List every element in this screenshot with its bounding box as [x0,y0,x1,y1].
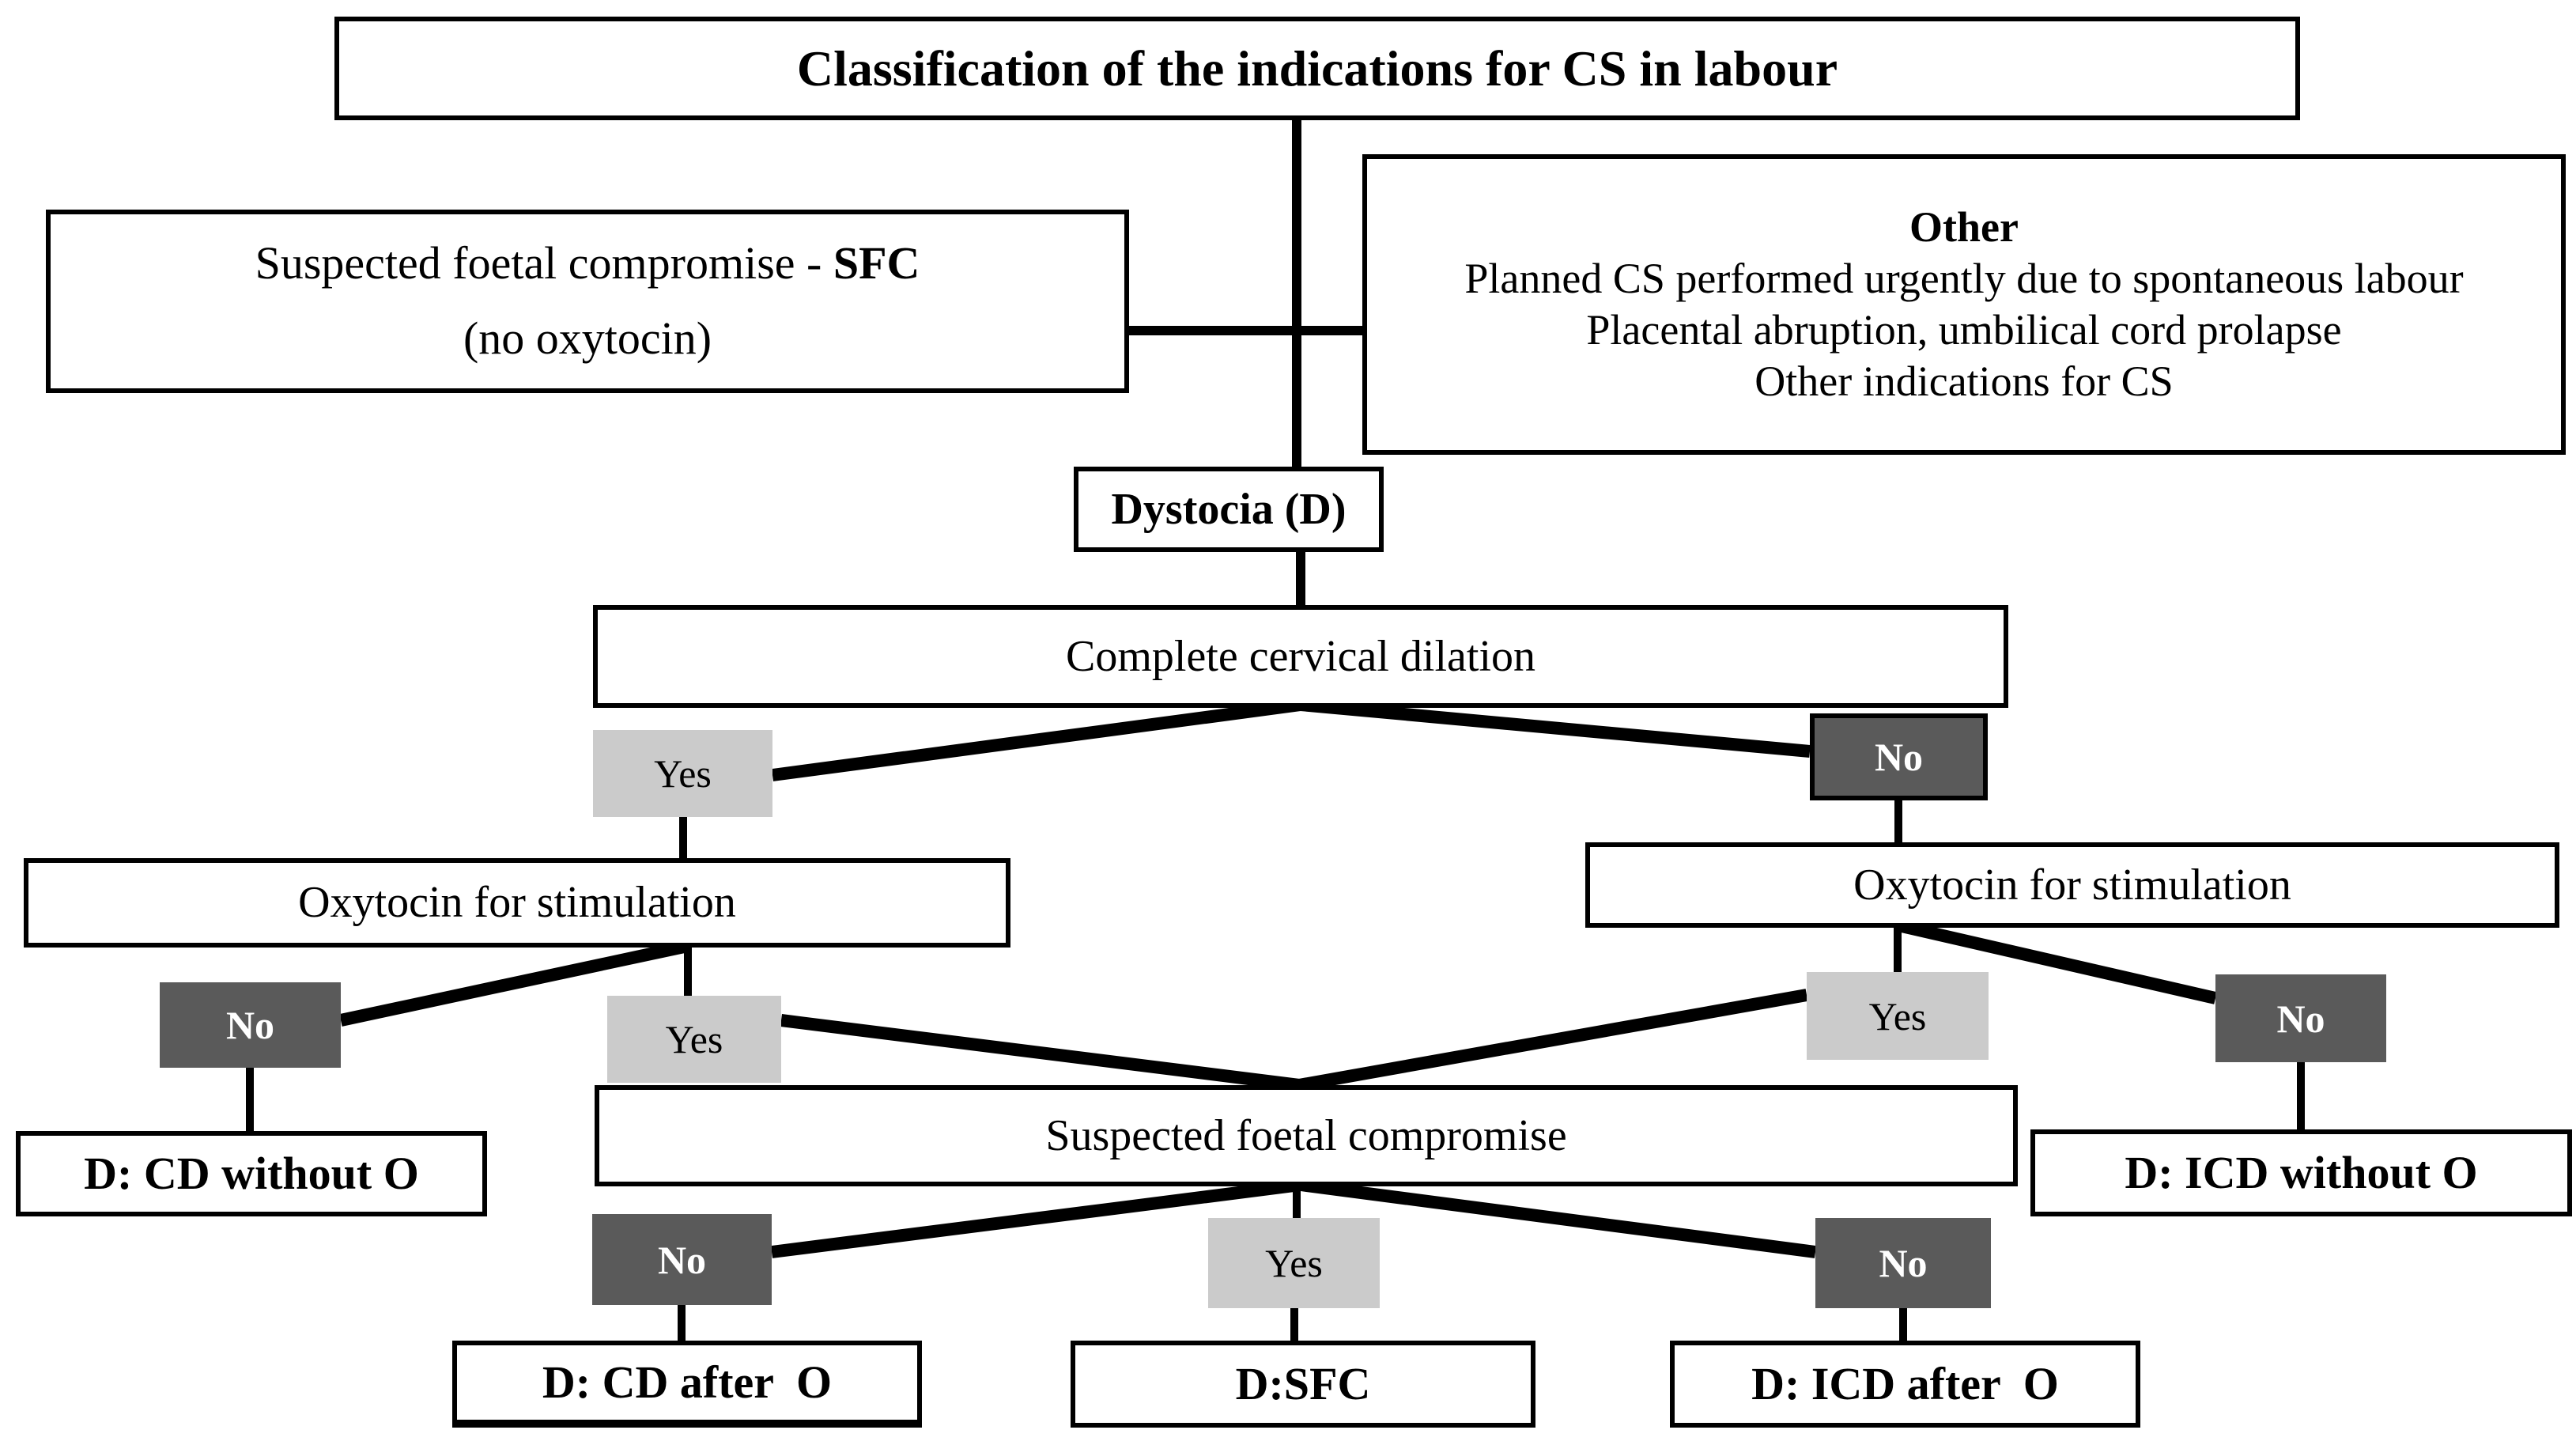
no-tag-oxytocin-right: No [2215,974,2386,1062]
suspected-compromise-box: Suspected foetal compromise [595,1085,2018,1186]
no-label: No [2276,996,2325,1041]
result-icd-after-o-text: D: ICD after O [1751,1357,2059,1409]
yes-label: Yes [1265,1241,1323,1285]
result-icd-without-o-box: D: ICD without O [2030,1129,2572,1216]
line-oxyright-no2r [1900,920,2217,1004]
sfc-line1-text: Suspected foetal compromise - [255,236,833,289]
oxytocin-left-box: Oxytocin for stimulation [24,858,1010,948]
oxytocin-right-text: Oxytocin for stimulation [1853,860,2291,910]
yes-tag-compromise: Yes [1208,1218,1380,1308]
no-label: No [657,1237,707,1282]
yes-tag-oxytocin-left: Yes [607,996,781,1083]
line-oxyleft-no2l [339,940,689,1027]
line-yes2r-sfcq [1297,989,1808,1091]
title-text: Classification of the indications for CS… [796,40,1838,96]
other-line3: Other indications for CS [1754,357,2174,405]
line-sfcq-no3l [770,1178,1302,1258]
oxytocin-right-box: Oxytocin for stimulation [1585,842,2559,928]
other-box: Other Planned CS performed urgently due … [1362,154,2566,455]
result-icd-after-o-box: D: ICD after O [1670,1341,2140,1428]
sfc-box: Suspected foetal compromise - SFC (no ox… [46,210,1129,393]
line-ccd-yes1 [771,698,1302,781]
suspected-compromise-text: Suspected foetal compromise [1045,1110,1567,1160]
line-sfcq-no3r [1299,1178,1817,1258]
yes-label: Yes [1868,993,1927,1038]
line-yes2l-sfcq [780,1014,1300,1091]
other-line2: Placental abruption, umbilical cord prol… [1586,306,2342,354]
no-label: No [225,1003,275,1047]
sfc-line2: (no oxytocin) [463,312,712,365]
yes-tag-oxytocin-right: Yes [1807,972,1989,1060]
result-icd-without-o-text: D: ICD without O [2125,1146,2478,1198]
oxytocin-left-text: Oxytocin for stimulation [298,878,736,928]
sfc-line1: Suspected foetal compromise - SFC [255,237,920,290]
yes-tag-dilation: Yes [593,730,772,817]
result-cd-without-o-text: D: CD without O [84,1147,419,1199]
dystocia-box: Dystocia (D) [1074,467,1384,552]
other-title: Other [1909,203,2019,252]
other-line1: Planned CS performed urgently due to spo… [1464,255,2464,303]
no-tag-compromise-right: No [1815,1218,1991,1308]
result-cd-without-o-box: D: CD without O [16,1131,487,1216]
complete-dilation-text: Complete cervical dilation [1065,631,1535,681]
no-tag-oxytocin-left: No [160,982,341,1068]
no-tag-compromise-left: No [592,1214,772,1305]
no-tag-dilation: No [1810,713,1988,800]
yes-label: Yes [654,751,712,796]
complete-dilation-box: Complete cervical dilation [593,605,2008,708]
yes-label: Yes [665,1017,723,1061]
result-cd-after-o-text: D: CD after O [542,1356,833,1408]
sfc-abbr: SFC [833,236,920,289]
dystocia-text: Dystocia (D) [1111,484,1347,534]
no-label: No [1879,1241,1928,1285]
result-cd-after-o-box: D: CD after O [452,1341,922,1428]
title-box: Classification of the indications for CS… [334,17,2300,120]
result-d-sfc-text: D:SFC [1235,1357,1371,1409]
result-d-sfc-box: D:SFC [1071,1341,1535,1428]
no-label: No [1874,735,1924,779]
line-ccd-no1 [1300,698,1811,758]
